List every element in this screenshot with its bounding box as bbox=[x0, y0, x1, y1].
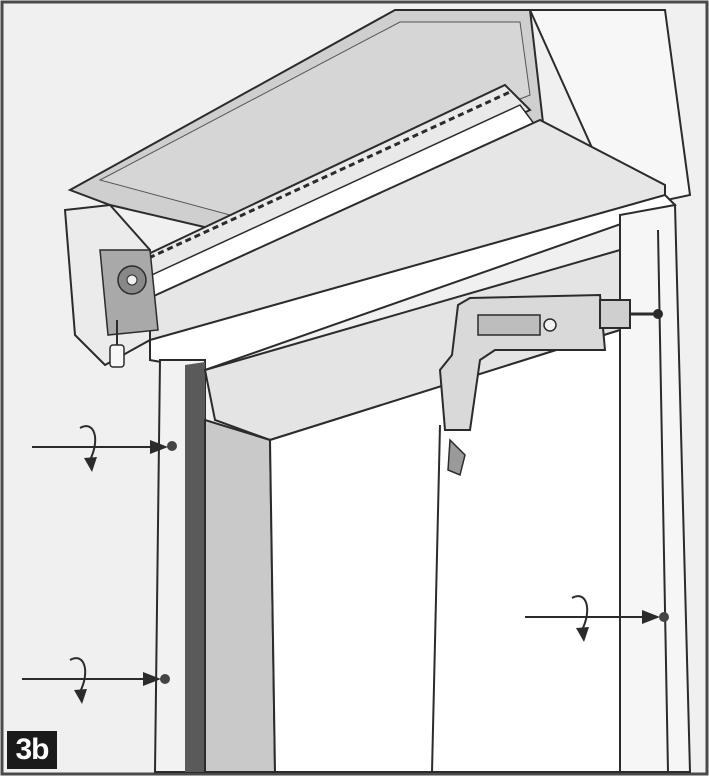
cord-handle bbox=[109, 344, 125, 368]
screw-hole bbox=[167, 441, 177, 451]
power-drill-icon bbox=[438, 293, 663, 477]
box-bottom-edge bbox=[149, 193, 677, 372]
drill-cord bbox=[431, 424, 441, 773]
right-arrow-icon bbox=[32, 440, 168, 454]
screw-hole bbox=[160, 674, 170, 684]
curved-arrow-icon bbox=[69, 657, 87, 704]
left-reveal-shadow bbox=[204, 418, 277, 773]
right-frame-edge bbox=[657, 229, 669, 773]
right-arrow-icon bbox=[22, 672, 161, 686]
right-arrow-icon bbox=[525, 610, 660, 624]
curved-arrow-icon bbox=[79, 425, 97, 472]
axle-slot bbox=[139, 90, 511, 264]
right-wall-upper bbox=[528, 9, 692, 212]
curved-arrow-icon bbox=[571, 595, 589, 642]
bearing-hub bbox=[126, 274, 138, 286]
screw-hole bbox=[659, 612, 669, 622]
right-frame-side bbox=[619, 203, 692, 773]
shutter-box-lid-inner bbox=[98, 21, 531, 216]
left-guide-rail bbox=[185, 362, 205, 772]
step-label: 3b bbox=[7, 731, 57, 769]
